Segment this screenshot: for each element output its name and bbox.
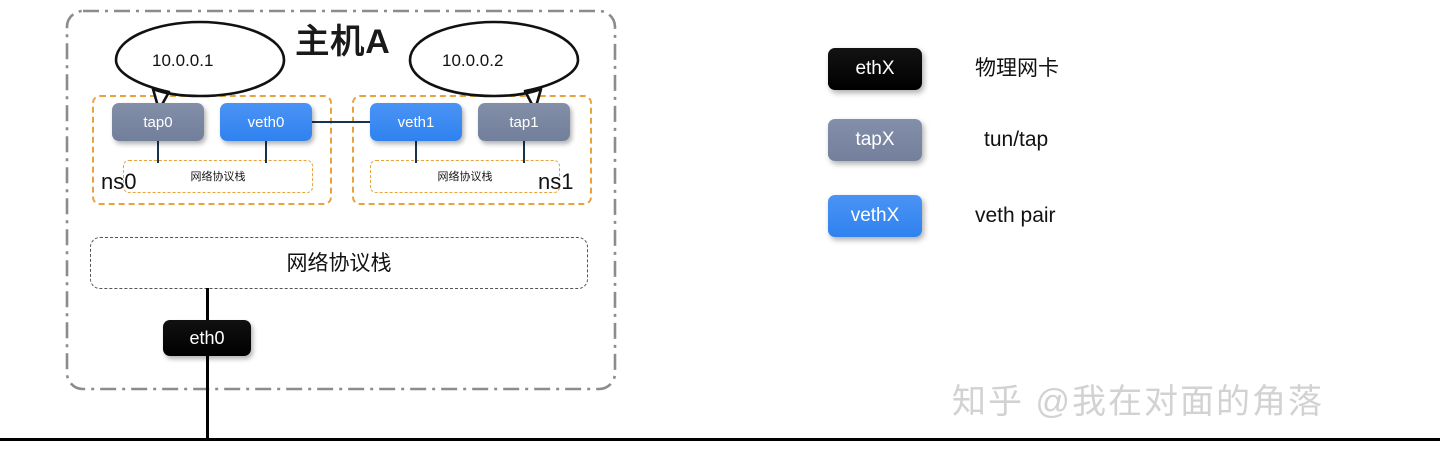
watermark: 知乎 @我在对面的角落 (952, 383, 1324, 421)
device-tap0[interactable]: tap0 (112, 103, 204, 141)
connector-veth0-to-ns0-stack (265, 141, 267, 163)
host-boundary (65, 9, 617, 391)
device-eth0[interactable]: eth0 (163, 320, 251, 356)
connector-tap0-to-ns0-stack (157, 141, 159, 163)
ip-bubble-ns0 (114, 20, 286, 112)
ip-bubble-ns0-text: 10.0.0.1 (152, 51, 214, 70)
legend-chip-vethx: vethX (828, 195, 922, 237)
ip-bubble-ns1 (408, 20, 580, 112)
legend-label-physical-nic: 物理网卡 (975, 57, 1059, 80)
device-tap1[interactable]: tap1 (478, 103, 570, 141)
connector-tap1-to-ns1-stack (523, 141, 525, 163)
device-veth1[interactable]: veth1 (370, 103, 462, 141)
host-protocol-stack-label: 网络协议栈 (286, 252, 392, 275)
connector-veth1-to-ns1-stack (415, 141, 417, 163)
device-veth0[interactable]: veth0 (220, 103, 312, 141)
ns1-protocol-stack: 网络协议栈 (370, 160, 560, 193)
namespace-label-ns0: ns0 (101, 169, 137, 194)
ip-bubble-ns1-text: 10.0.0.2 (442, 51, 504, 70)
legend-chip-tapx: tapX (828, 119, 922, 161)
legend-chip-ethx: ethX (828, 48, 922, 90)
ns1-protocol-stack-label: 网络协议栈 (437, 171, 493, 183)
ns0-protocol-stack: 网络协议栈 (123, 160, 313, 193)
namespace-label-ns1: ns1 (538, 169, 574, 194)
legend-label-tun-tap: tun/tap (984, 128, 1049, 151)
host-protocol-stack: 网络协议栈 (90, 237, 588, 289)
page-title: 主机A (295, 23, 391, 61)
legend-label-veth-pair: veth pair (975, 204, 1056, 227)
connector-eth0-trunk (206, 288, 209, 441)
connector-veth-pair (312, 121, 370, 123)
external-network-line (0, 438, 1440, 441)
ns0-protocol-stack-label: 网络协议栈 (190, 171, 246, 183)
